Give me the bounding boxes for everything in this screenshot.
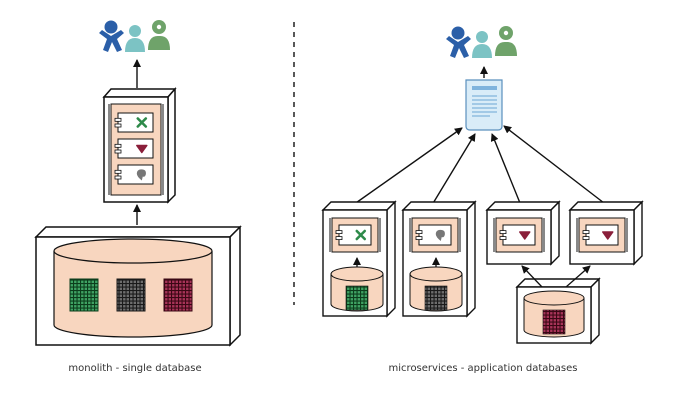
microservices-users-icon: [446, 26, 517, 58]
web-page-icon: [465, 79, 503, 131]
database-table-icon: [424, 285, 448, 311]
arrow-service3-to-server: [490, 133, 521, 204]
monolith-users-icon: [99, 20, 170, 52]
service-box: [401, 200, 477, 318]
service-box: [321, 200, 397, 318]
component-blob: [114, 164, 154, 185]
database-table-icon: [542, 309, 566, 335]
user-figure-icon: [495, 26, 517, 56]
component-cross: [114, 112, 154, 133]
caption-monolith: monolith - single database: [68, 363, 201, 374]
arrow-service2-to-server: [431, 133, 476, 206]
service-box: [485, 200, 561, 266]
user-figure-icon: [125, 25, 145, 52]
shared-database-box: [515, 277, 601, 345]
service-box: [568, 200, 644, 266]
arrow-service4-to-server: [503, 125, 605, 204]
caption-microservices: microservices - application databases: [389, 363, 578, 374]
user-figure-icon: [99, 20, 124, 52]
user-figure-icon: [472, 31, 492, 58]
user-figure-icon: [446, 26, 471, 58]
arrow-service1-to-server: [352, 127, 463, 206]
component-shield: [114, 138, 154, 159]
database-table-icon: [345, 285, 369, 311]
database-table-red-icon: [163, 278, 193, 312]
user-figure-icon: [148, 20, 170, 50]
database-table-green-icon: [69, 278, 99, 312]
database-table-gray-icon: [116, 278, 146, 312]
